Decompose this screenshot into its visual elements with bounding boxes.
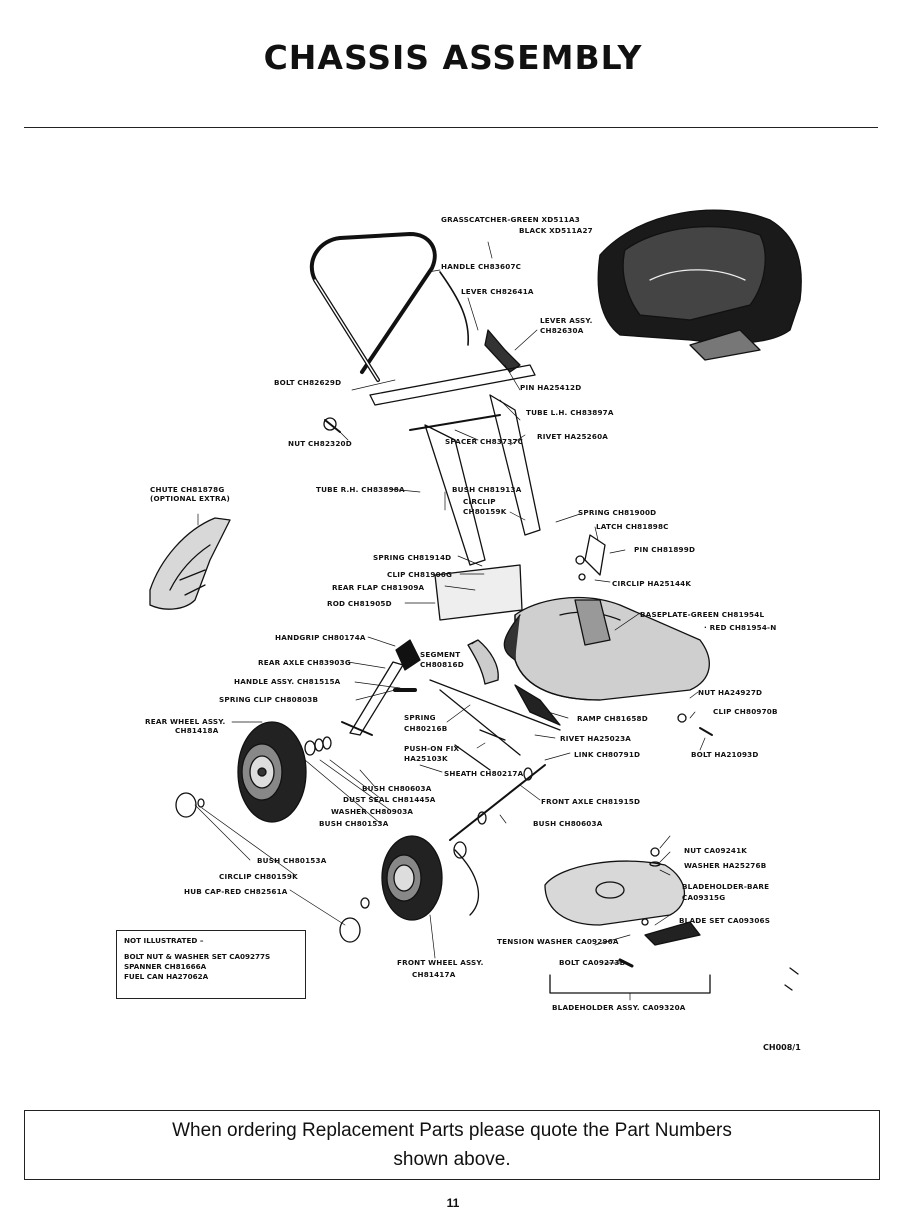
- label-pushon-1: PUSH-ON FIX: [404, 744, 460, 753]
- label-rear-wheel-1: REAR WHEEL ASSY.: [145, 717, 226, 726]
- label-blade-set: BLADE SET CA09306S: [679, 916, 771, 925]
- label-spring-clip: SPRING CLIP CH80803B: [219, 695, 319, 704]
- label-pin-ha: PIN HA25412D: [520, 383, 582, 392]
- label-bush-ch80603b: BUSH CH80603A: [533, 819, 603, 828]
- label-spring-ch819: SPRING CH81900D: [578, 508, 657, 517]
- label-bladeholder-bare-1: BLADEHOLDER-BARE: [682, 882, 770, 891]
- chute-drawing: [149, 517, 231, 610]
- label-nut-ca092: NUT CA09241K: [684, 846, 748, 855]
- label-circlip-ch80159: CIRCLIP CH80159K: [219, 872, 298, 881]
- label-front-wheel-1: FRONT WHEEL ASSY.: [397, 958, 484, 967]
- label-rear-flap: REAR FLAP CH81909A: [332, 583, 425, 592]
- handle-drawing: [309, 232, 437, 382]
- front-wheel-drawing: [381, 835, 443, 921]
- not-illustrated-heading: NOT ILLUSTRATED –: [124, 936, 204, 945]
- label-washer-ch80903: WASHER CH80903A: [331, 807, 414, 816]
- not-illustrated-box: NOT ILLUSTRATED – BOLT NUT & WASHER SET …: [116, 930, 306, 999]
- label-spacer: SPACER CH83737C: [445, 437, 524, 446]
- label-bladeholder-assy: BLADEHOLDER ASSY. CA09320A: [552, 1003, 686, 1012]
- label-dust-seal: DUST SEAL CH81445A: [343, 795, 436, 804]
- label-link: LINK CH80791D: [574, 750, 641, 759]
- label-rear-wheel-2: CH81418A: [175, 726, 219, 735]
- not-illustrated-item: BOLT NUT & WASHER SET CA09277S: [124, 952, 271, 961]
- label-bush-ch80153-b: BUSH CH80153A: [257, 856, 327, 865]
- label-segment-2: CH80816D: [420, 660, 464, 669]
- ordering-notice: When ordering Replacement Parts please q…: [24, 1110, 880, 1180]
- label-tension-washer: TENSION WASHER CA09296A: [497, 937, 619, 946]
- label-bolt-ha210: BOLT HA21093D: [691, 750, 759, 759]
- label-handle-assy: HANDLE ASSY. CH81515A: [234, 677, 341, 686]
- not-illustrated-item: SPANNER CH81666A: [124, 962, 207, 971]
- label-baseplate-1: BASEPLATE-GREEN CH81954L: [640, 610, 765, 619]
- label-spring-ch80216-1: SPRING: [404, 713, 436, 722]
- label-washer-ha252: WASHER HA25276B: [684, 861, 767, 870]
- label-rear-axle: REAR AXLE CH83903G: [258, 658, 351, 667]
- label-tube-lh: TUBE L.H. CH83897A: [526, 408, 614, 417]
- label-rod: ROD CH81905D: [327, 599, 392, 608]
- ordering-notice-line-2: shown above.: [393, 1149, 511, 1170]
- grasscatcher-drawing: [597, 209, 802, 361]
- label-baseplate-2: · RED CH81954-N: [704, 623, 777, 632]
- label-nut-ha249: NUT HA24927D: [698, 688, 763, 697]
- rear-wheel-drawing: [237, 721, 307, 823]
- label-rivet-ha252: RIVET HA25260A: [537, 432, 609, 441]
- lever-drawing: [484, 329, 521, 373]
- label-ramp: RAMP CH81658D: [577, 714, 648, 723]
- label-segment-1: SEGMENT: [420, 650, 461, 659]
- page-title: CHASSIS ASSEMBLY: [263, 38, 643, 77]
- label-pin-ch81899: PIN CH81899D: [634, 545, 696, 554]
- label-grasscatcher-green: GRASSCATCHER-GREEN XD511A3: [441, 215, 580, 224]
- label-tube-rh: TUBE R.H. CH83898A: [316, 485, 405, 494]
- label-lever: LEVER CH82641A: [461, 287, 534, 296]
- title-divider: [24, 127, 878, 128]
- label-clip-ch80970: CLIP CH80970B: [713, 707, 778, 716]
- baseplate-drawing: [503, 596, 710, 701]
- label-lever-assy-1: LEVER ASSY.: [540, 316, 593, 325]
- label-front-axle: FRONT AXLE CH81915D: [541, 797, 641, 806]
- label-bush-ch81913: BUSH CH81913A: [452, 485, 522, 494]
- label-bush-ch80153-a: BUSH CH80153A: [319, 819, 389, 828]
- label-bolt-ca092: BOLT CA09273B: [559, 958, 626, 967]
- label-bladeholder-bare-2: CA09315G: [682, 893, 726, 902]
- ordering-notice-line-1: When ordering Replacement Parts please q…: [172, 1120, 732, 1141]
- label-bolt-handle: BOLT CH82629D: [274, 378, 342, 387]
- label-nut-handle: NUT CH82320D: [288, 439, 352, 448]
- label-handle: HANDLE CH83607C: [441, 262, 522, 271]
- not-illustrated-item: FUEL CAN HA27062A: [124, 972, 209, 981]
- label-clip-ch81906: CLIP CH81906G: [387, 570, 453, 579]
- label-handgrip: HANDGRIP CH80174A: [275, 633, 366, 642]
- label-latch: LATCH CH81898C: [596, 522, 669, 531]
- label-front-wheel-2: CH81417A: [412, 970, 456, 979]
- label-sheath: SHEATH CH80217A: [444, 769, 524, 778]
- drawing-code: CH008/1: [763, 1043, 801, 1052]
- label-chute-1: CHUTE CH81878G: [150, 485, 225, 494]
- label-pushon-2: HA25103K: [404, 754, 448, 763]
- label-spring-ch80216-2: CH80216B: [404, 724, 448, 733]
- label-lever-assy-2: CH82630A: [540, 326, 584, 335]
- label-rivet-ha250: RIVET HA25023A: [560, 734, 632, 743]
- label-circlip-2: CH80159K: [463, 507, 507, 516]
- label-hub-cap: HUB CAP-RED CH82561A: [184, 887, 288, 896]
- label-circlip-ha: CIRCLIP HA25144K: [612, 579, 692, 588]
- label-circlip-1: CIRCLIP: [463, 497, 496, 506]
- label-spring-ch81914: SPRING CH81914D: [373, 553, 452, 562]
- label-chute-2: (OPTIONAL EXTRA): [150, 494, 230, 503]
- label-grasscatcher-black: BLACK XD511A27: [519, 226, 593, 235]
- label-bush-ch80603: BUSH CH80603A: [362, 784, 432, 793]
- page-number: 11: [446, 1196, 460, 1210]
